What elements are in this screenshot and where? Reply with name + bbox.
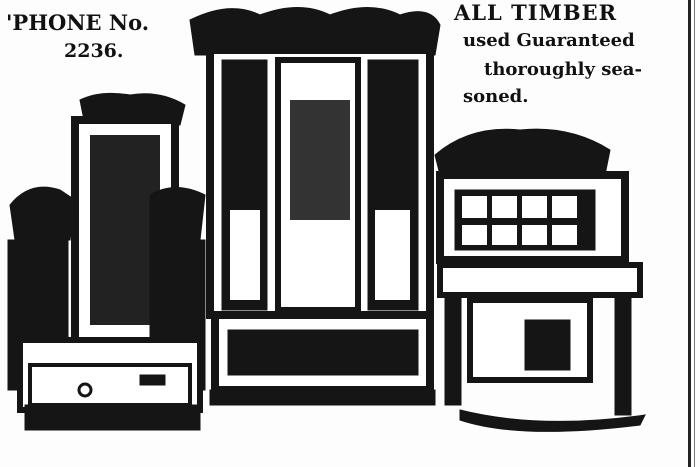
timber-heading: ALL TIMBER — [454, 0, 618, 25]
column-rule-thin — [694, 0, 695, 467]
dressing-table — [7, 92, 206, 431]
washstand — [434, 128, 646, 432]
timber-text-line-3: soned. — [463, 86, 529, 107]
phone-number: 2236. — [64, 40, 124, 62]
column-rule — [688, 0, 691, 467]
timber-text-line-1: used Guaranteed — [463, 30, 635, 51]
wardrobe — [189, 7, 441, 406]
timber-text-line-2: thoroughly sea- — [484, 59, 642, 80]
phone-label: 'PHONE No. — [6, 10, 150, 35]
